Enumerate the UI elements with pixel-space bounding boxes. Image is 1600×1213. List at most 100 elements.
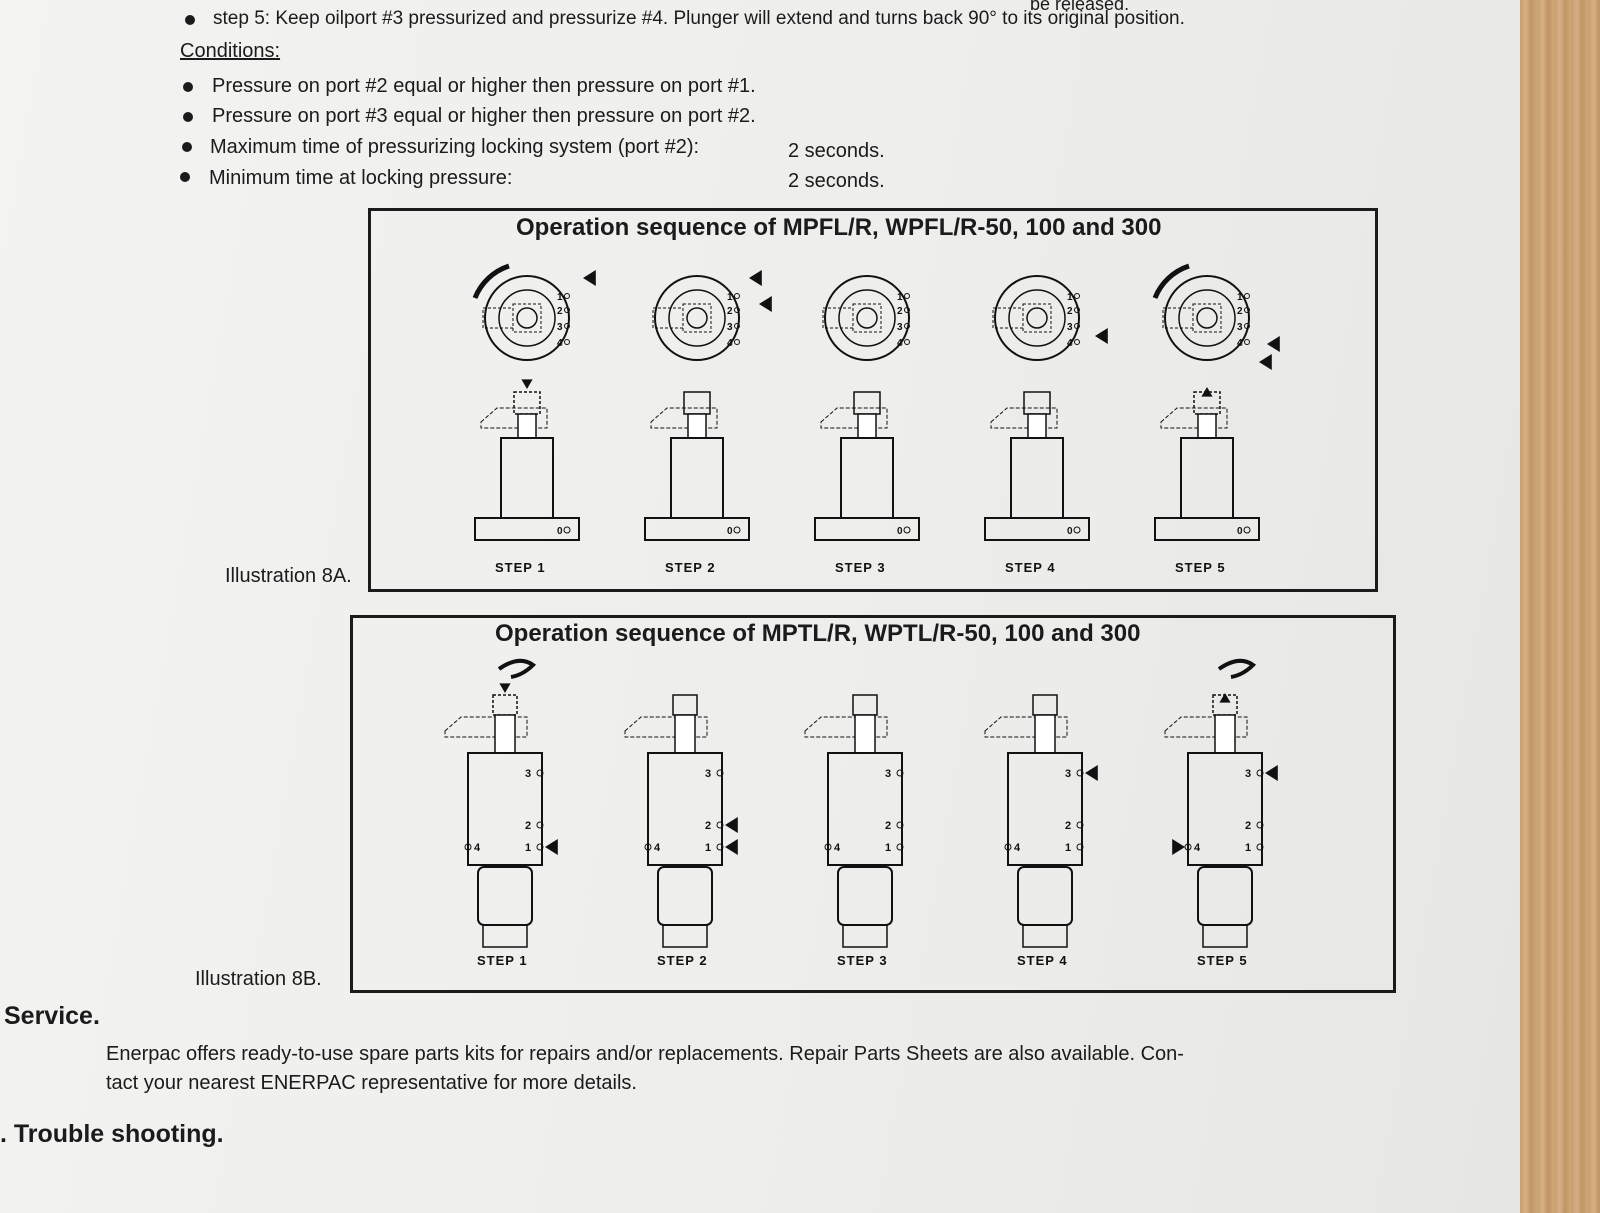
cylinder-bottom <box>657 866 713 926</box>
pressure-arrow-icon <box>1259 354 1272 370</box>
cylinder-foot <box>662 924 708 948</box>
plunger-circle <box>856 307 878 329</box>
port-label: 0 <box>557 526 563 537</box>
pressure-arrow-icon <box>1265 765 1278 781</box>
clamp-arm <box>650 407 718 429</box>
port-circle <box>564 293 570 299</box>
plunger-rod <box>1197 413 1217 439</box>
port-circle <box>904 293 910 299</box>
pressure-arrow-icon <box>583 270 596 286</box>
port-label: 2 <box>1245 820 1251 832</box>
cylinder-body <box>670 437 724 519</box>
condition-item: Pressure on port #3 equal or higher then… <box>212 105 756 127</box>
cylinder-base <box>984 517 1090 541</box>
port-label: 3 <box>557 322 563 333</box>
port-label: 4 <box>474 842 481 854</box>
bullet <box>182 142 192 152</box>
port-label: 4 <box>1067 338 1073 349</box>
cylinder-bottom <box>837 866 893 926</box>
port-circle <box>1074 293 1080 299</box>
service-text-line2: tact your nearest ENERPAC representative… <box>106 1072 637 1094</box>
port-label: 1 <box>1237 292 1243 303</box>
pressure-arrow-icon <box>725 817 738 833</box>
port-circle <box>1076 843 1084 851</box>
port-label: 4 <box>557 338 563 349</box>
cylinder-bottom <box>1017 866 1073 926</box>
port-label: 2 <box>557 306 563 317</box>
port-circle <box>1244 323 1250 329</box>
clamp-arm <box>990 407 1058 429</box>
plunger-head <box>683 391 711 415</box>
plunger-rod <box>854 714 876 754</box>
cylinder-body <box>1187 752 1263 866</box>
cylinder-body <box>647 752 723 866</box>
step-label: STEP 3 <box>837 953 888 968</box>
extend-arrow-icon <box>499 683 511 693</box>
port-circle <box>903 526 911 534</box>
condition-value: 2 seconds. <box>788 170 885 192</box>
port-label: 1 <box>885 842 891 854</box>
port-label: 2 <box>1067 306 1073 317</box>
port-circle <box>564 307 570 313</box>
port-circle <box>1244 293 1250 299</box>
pressure-arrow-icon <box>1095 328 1108 344</box>
cylinder-base <box>474 517 580 541</box>
step-label: STEP 2 <box>665 560 716 575</box>
port-label: 3 <box>525 768 531 780</box>
port-circle <box>734 293 740 299</box>
port-label: 4 <box>1237 338 1243 349</box>
port-circle <box>904 323 910 329</box>
port-circle <box>1244 307 1250 313</box>
port-circle <box>1244 339 1250 345</box>
port-label: 0 <box>727 526 733 537</box>
port-label: 1 <box>1065 842 1071 854</box>
port-circle <box>1256 843 1264 851</box>
cylinder-bottom <box>1197 866 1253 926</box>
port-label: 0 <box>1067 526 1073 537</box>
port-circle <box>824 843 832 851</box>
clamp-arm-outline <box>652 307 684 329</box>
port-label: 4 <box>1014 842 1021 854</box>
top-view-inner-circle <box>1008 289 1066 347</box>
trouble-shooting-heading: . Trouble shooting. <box>0 1120 224 1148</box>
cylinder-foot <box>1022 924 1068 948</box>
port-circle <box>1074 307 1080 313</box>
cylinder-body <box>1007 752 1083 866</box>
step-label: STEP 5 <box>1175 560 1226 575</box>
port-circle <box>716 821 724 829</box>
port-circle <box>1074 323 1080 329</box>
cylinder-base <box>814 517 920 541</box>
port-circle <box>564 339 570 345</box>
port-circle <box>1004 843 1012 851</box>
condition-item: Minimum time at locking pressure: <box>209 167 513 189</box>
illustration-8a-title: Operation sequence of MPFL/R, WPFL/R-50,… <box>516 214 1162 241</box>
port-label: 2 <box>1065 820 1071 832</box>
cylinder-foot <box>1202 924 1248 948</box>
port-label: 4 <box>834 842 841 854</box>
rotation-arrow-icon <box>1217 658 1257 679</box>
cylinder-body <box>840 437 894 519</box>
plunger-head <box>513 391 541 415</box>
paper-sheet <box>0 0 1520 1213</box>
port-label: 2 <box>525 820 531 832</box>
port-label: 3 <box>1245 768 1251 780</box>
plunger-head <box>1023 391 1051 415</box>
port-circle <box>536 843 544 851</box>
top-view-inner-circle <box>668 289 726 347</box>
top-view-outer-circle <box>1164 275 1250 361</box>
step-label: STEP 1 <box>477 953 528 968</box>
pressure-arrow-icon <box>749 270 762 286</box>
port-label: 2 <box>897 306 903 317</box>
port-label: 3 <box>885 768 891 780</box>
conditions-heading: Conditions: <box>180 40 281 62</box>
clamp-arm-outline <box>482 307 514 329</box>
step-label: STEP 2 <box>657 953 708 968</box>
cylinder-body <box>1180 437 1234 519</box>
plunger-circle <box>516 307 538 329</box>
